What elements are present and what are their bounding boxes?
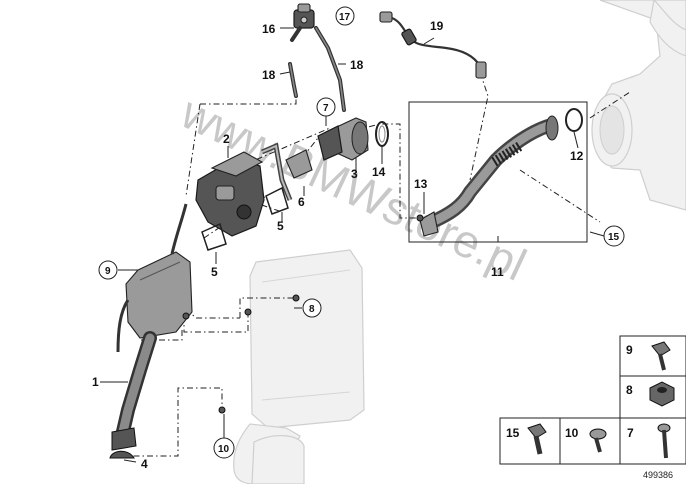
catalytic-converter-part (116, 203, 193, 353)
callout-5-upper: 5 (277, 219, 284, 233)
flange-pipe-part (317, 117, 369, 161)
gasket-part-5 (201, 186, 289, 251)
callout-15-circle (603, 225, 625, 247)
callout-2: 2 (223, 132, 230, 146)
leader-lines (100, 27, 605, 463)
callout-1: 1 (92, 375, 99, 389)
legend-label-10: 10 (565, 426, 579, 440)
seal-part-14 (375, 121, 389, 147)
vacuum-converter-part (290, 3, 346, 112)
callout-10-circle (213, 437, 235, 459)
legend-label-15: 15 (506, 426, 520, 440)
hose-part-18 (288, 62, 298, 98)
callout-9: 9 (105, 266, 111, 277)
callout-17: 17 (339, 12, 351, 23)
flange-bolt-icon (651, 341, 671, 371)
legend-label-9: 9 (626, 343, 633, 357)
callout-7: 7 (323, 103, 329, 114)
callout-11: 11 (491, 265, 504, 279)
callout-3: 3 (351, 167, 358, 181)
sensor-cable-part (379, 11, 487, 79)
hex-bolt-icon (527, 423, 547, 455)
callout-6: 6 (298, 195, 305, 209)
callout-4: 4 (141, 457, 148, 471)
callout-8: 8 (309, 304, 315, 315)
clamp-part-4 (109, 450, 135, 459)
callout-9-circle (98, 260, 118, 280)
legend-label-7: 7 (627, 426, 634, 440)
pipe-part-6 (261, 142, 313, 201)
fastener-legend: 9 8 15 10 7 (499, 335, 686, 465)
callout-7-circle (316, 97, 336, 117)
diagram-reference-number: 499386 (643, 470, 673, 480)
ghost-turbo-housing (591, 0, 686, 211)
seal-part-12 (565, 108, 583, 132)
callout-10: 10 (218, 444, 230, 455)
exhaust-pipe-part-1 (111, 331, 157, 451)
callout-18-left: 18 (262, 68, 276, 82)
ghost-particulate-filter (233, 249, 365, 484)
callout-15: 15 (608, 232, 620, 243)
pipe-assembly-part-11 (419, 115, 559, 237)
callout-8-circle (302, 298, 322, 318)
callout-18-right: 18 (350, 58, 364, 72)
callout-13: 13 (414, 177, 428, 191)
callout-5-lower: 5 (211, 265, 218, 279)
fasteners (182, 214, 424, 414)
stud-bolt-icon (657, 423, 671, 459)
callout-12: 12 (570, 149, 584, 163)
egr-module-part (195, 151, 265, 237)
callout-19: 19 (430, 19, 444, 33)
legend-label-8: 8 (626, 383, 633, 397)
callout-14: 14 (372, 165, 386, 179)
callout-17-circle (335, 6, 355, 26)
collar-nut-icon (649, 381, 675, 407)
callout-16: 16 (262, 22, 276, 36)
torx-screw-icon (589, 428, 607, 453)
